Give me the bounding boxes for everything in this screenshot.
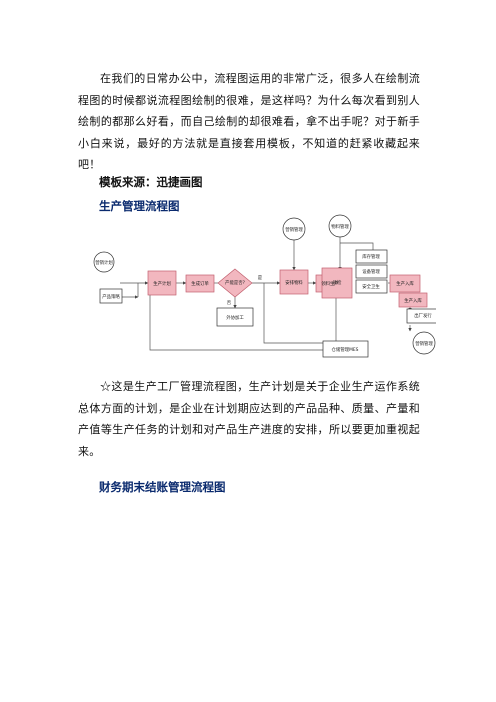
node-outsourcing: 外协加工 [226, 314, 244, 321]
node-factory-release: 出厂发行 [414, 312, 432, 319]
template-source-label: 模板来源：迅捷画图 [99, 175, 203, 189]
node-product-strategy: 产品策略 [102, 293, 120, 300]
node-quality-check: 质检 [333, 279, 342, 286]
node-warehouse-mes: 仓储管理MES [332, 346, 359, 353]
intro-paragraph: 在我们的日常办公中，流程图运用的非常广泛，很多人在绘制流程图的时候都说流程图绘制… [78, 72, 420, 171]
node-safety: 安全卫生 [362, 283, 380, 290]
node-material-mgmt: 物料管理 [331, 223, 349, 230]
section-title-finance: 财务期末结账管理流程图 [99, 480, 226, 494]
node-generate-order: 生成订单 [191, 280, 209, 287]
node-inventory-mgmt: 库存管理 [362, 253, 380, 260]
production-flowchart: 营销计划 产品策略 生产计划 生成订单 产能是否? 外协加工 营销管理 安排物料… [93, 214, 436, 358]
label-no: 否 [227, 300, 232, 306]
node-production-storage: 生产入库 [396, 280, 414, 287]
node-production-storage-2: 生产入库 [404, 297, 422, 304]
section-title-production: 生产管理流程图 [99, 199, 180, 213]
node-production-plan: 生产计划 [153, 280, 171, 287]
node-marketing-plan: 营销计划 [95, 259, 113, 266]
node-marketing-mgmt-top: 营销管理 [285, 226, 303, 233]
node-pick-production: 领料生产 [321, 280, 339, 287]
node-marketing-mgmt-bottom: 营销管理 [415, 340, 433, 347]
diagram-caption: ☆这是生产工厂管理流程图，生产计划是关于企业生产运作系统总体方面的计划，是企业在… [78, 380, 420, 458]
label-yes: 是 [258, 275, 263, 281]
node-capacity-decision: 产能是否? [225, 279, 246, 286]
node-arrange-materials: 安排物料 [285, 279, 303, 286]
node-equipment-mgmt: 设备管理 [362, 268, 380, 275]
